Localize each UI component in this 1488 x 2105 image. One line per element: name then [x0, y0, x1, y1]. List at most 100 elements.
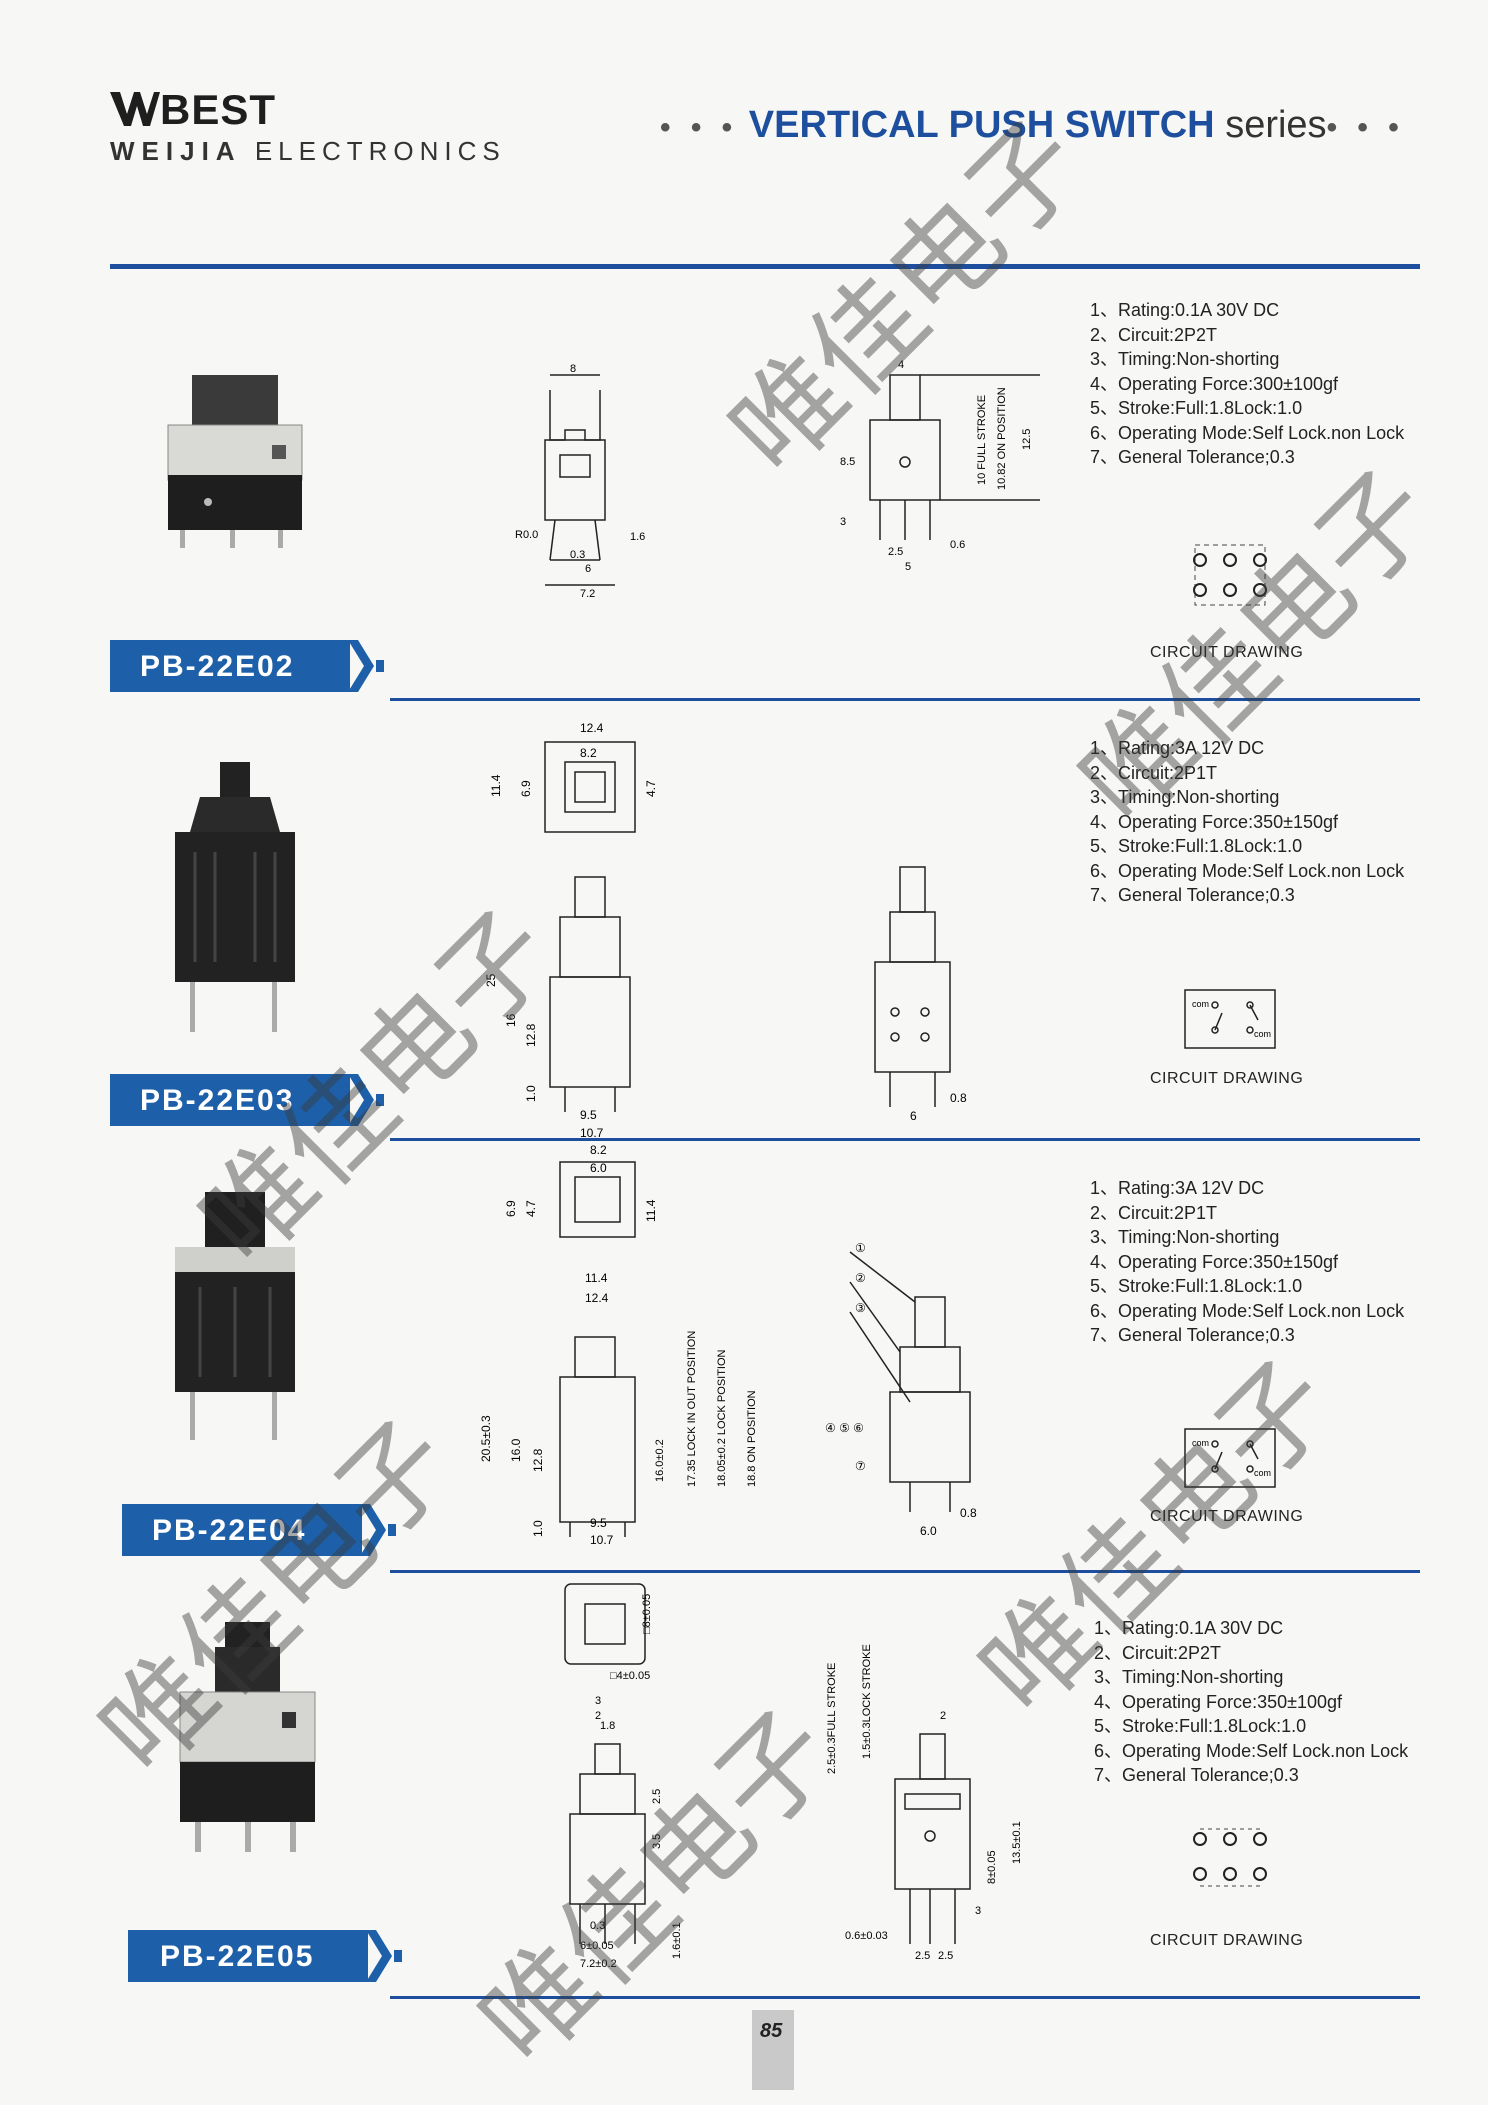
svg-text:10 FULL STROKE: 10 FULL STROKE: [976, 395, 988, 485]
circuit-drawing-label: CIRCUIT DRAWING: [1150, 1932, 1304, 1949]
product-photo: [179, 1622, 316, 1852]
svg-text:9.5: 9.5: [580, 1108, 597, 1122]
badge-arrow-icon: [360, 1504, 396, 1556]
model-badge: PB-22E02: [110, 640, 384, 692]
circuit-drawing-icon: com com: [1184, 1428, 1276, 1488]
spec-tolerance: 7、General Tolerance;0.3: [1090, 1325, 1295, 1345]
product-section-pb-22e05: □8±0.05 □4±0.05 3 1.8 2 3.5 2.5 1.6±0.1 …: [0, 1574, 1488, 2004]
svg-text:12.5: 12.5: [1021, 429, 1033, 450]
spec-operating-mode: 6、Operating Mode:Self Lock.non Lock: [1094, 1740, 1409, 1761]
model-name: PB-22E05: [160, 1940, 315, 1973]
svg-text:1.0: 1.0: [531, 1520, 545, 1537]
svg-text:①: ①: [855, 1242, 866, 1255]
svg-text:1.5±0.3LOCK STROKE: 1.5±0.3LOCK STROKE: [861, 1644, 873, 1759]
svg-text:16.0: 16.0: [509, 1438, 523, 1462]
svg-text:12.4: 12.4: [585, 1291, 609, 1305]
svg-text:com: com: [1254, 1468, 1271, 1478]
spec-rating: 1、Rating:0.1A 30V DC: [1090, 300, 1280, 320]
svg-text:8.5: 8.5: [840, 456, 855, 468]
svg-text:6±0.05: 6±0.05: [580, 1940, 614, 1952]
badge-arrow-icon: [348, 1074, 384, 1126]
svg-text:6: 6: [585, 563, 591, 575]
model-name: PB-22E04: [152, 1514, 307, 1547]
svg-text:12.8: 12.8: [531, 1448, 545, 1472]
svg-text:2: 2: [940, 1710, 946, 1722]
svg-text:11.4: 11.4: [644, 1199, 658, 1222]
circuit-drawing-icon: [1193, 544, 1267, 606]
weijia-logo-icon: [110, 92, 160, 126]
spec-stroke: 5、Stroke:Full:1.8Lock:1.0: [1090, 1276, 1303, 1296]
spec-circuit: 2、Circuit:2P1T: [1090, 762, 1218, 783]
svg-text:2.5: 2.5: [938, 1950, 953, 1962]
svg-text:25: 25: [484, 973, 498, 987]
side-view-drawing: 4 8.5 10 FULL STROKE 10.82 ON POSITION 1…: [840, 359, 1040, 573]
model-badge: PB-22E04: [110, 1504, 396, 1556]
svg-text:0.6: 0.6: [950, 539, 965, 551]
spec-tolerance: 7、General Tolerance;0.3: [1094, 1765, 1299, 1785]
spec-list: 1、Rating:0.1A 30V DC 2、Circuit:2P2T 3、Ti…: [1094, 1616, 1408, 1788]
svg-text:2.5: 2.5: [651, 1789, 663, 1804]
svg-text:com: com: [1192, 1438, 1209, 1448]
svg-text:com: com: [1254, 1029, 1271, 1039]
svg-text:10.7: 10.7: [590, 1533, 614, 1547]
circuit-drawing-label: CIRCUIT DRAWING: [1150, 644, 1304, 661]
svg-text:8.2: 8.2: [590, 1143, 607, 1157]
svg-text:0.6±0.03: 0.6±0.03: [845, 1930, 888, 1942]
svg-text:6.0: 6.0: [920, 1524, 937, 1538]
svg-text:10.82 ON POSITION: 10.82 ON POSITION: [996, 387, 1008, 490]
svg-text:3: 3: [840, 516, 846, 528]
svg-text:6.9: 6.9: [519, 780, 533, 797]
svg-text:2.5: 2.5: [888, 546, 903, 558]
circuit-drawing-icon: com com: [1184, 989, 1276, 1049]
svg-text:4: 4: [898, 359, 904, 371]
badge-arrow-icon: [348, 640, 384, 692]
section-divider: [390, 1996, 1420, 1999]
svg-text:2.5±0.3FULL STROKE: 2.5±0.3FULL STROKE: [826, 1663, 838, 1774]
svg-text:1.8: 1.8: [600, 1720, 615, 1732]
svg-text:18.8 ON POSITION: 18.8 ON POSITION: [746, 1390, 758, 1487]
svg-text:7.2: 7.2: [580, 588, 595, 600]
svg-text:11.4: 11.4: [489, 774, 503, 797]
svg-text:12.8: 12.8: [524, 1023, 538, 1047]
spec-rating: 1、Rating:3A 12V DC: [1090, 1178, 1265, 1198]
page-number: 85: [760, 2020, 783, 2042]
spec-operating-force: 4、Operating Force:350±100gf: [1094, 1691, 1343, 1712]
spec-operating-force: 4、Operating Force:350±150gf: [1090, 1251, 1339, 1272]
spec-operating-force: 4、Operating Force:350±150gf: [1090, 811, 1339, 832]
svg-text:17.35 LOCK IN OUT POSITION: 17.35 LOCK IN OUT POSITION: [686, 1331, 698, 1487]
spec-rating: 1、Rating:0.1A 30V DC: [1094, 1618, 1284, 1638]
svg-text:0.8: 0.8: [950, 1091, 967, 1105]
spec-stroke: 5、Stroke:Full:1.8Lock:1.0: [1094, 1716, 1307, 1736]
svg-text:8.2: 8.2: [580, 746, 597, 760]
series-title: • • • VERTICAL PUSH SWITCH series• • •: [660, 104, 1405, 146]
svg-text:com: com: [1192, 999, 1209, 1009]
spec-operating-mode: 6、Operating Mode:Self Lock.non Lock: [1090, 1300, 1405, 1321]
spec-operating-mode: 6、Operating Mode:Self Lock.non Lock: [1090, 860, 1405, 881]
spec-timing: 3、Timing:Non-shorting: [1090, 787, 1280, 807]
svg-text:10.7: 10.7: [580, 1126, 604, 1140]
section-divider: [390, 698, 1420, 701]
product-section-pb-22e03: 12.4 8.2 11.4 6.9 4.7 25 16 12.8 1.0 9.5…: [0, 702, 1488, 1140]
header-divider: [110, 264, 1420, 269]
brand-name: BEST: [160, 86, 277, 133]
svg-text:1.6±0.1: 1.6±0.1: [671, 1922, 683, 1959]
svg-text:9.5: 9.5: [590, 1516, 607, 1530]
model-name: PB-22E02: [140, 650, 295, 683]
svg-text:8±0.05: 8±0.05: [986, 1850, 998, 1884]
svg-text:0.8: 0.8: [960, 1506, 977, 1520]
svg-text:6: 6: [910, 1109, 917, 1122]
spec-circuit: 2、Circuit:2P1T: [1090, 1202, 1218, 1223]
circuit-drawing-label: CIRCUIT DRAWING: [1150, 1508, 1304, 1525]
svg-text:13.5±0.1: 13.5±0.1: [1011, 1821, 1023, 1864]
svg-text:3: 3: [595, 1695, 601, 1707]
page-number-tab: [752, 2010, 794, 2090]
product-photo: [175, 762, 295, 1032]
spec-timing: 3、Timing:Non-shorting: [1094, 1667, 1284, 1687]
spec-stroke: 5、Stroke:Full:1.8Lock:1.0: [1090, 836, 1303, 856]
badge-arrow-icon: [366, 1930, 402, 1982]
svg-text:3.5: 3.5: [651, 1834, 663, 1849]
svg-text:1.0: 1.0: [524, 1085, 538, 1102]
spec-list: 1、Rating:3A 12V DC 2、Circuit:2P1T 3、Timi…: [1090, 1176, 1404, 1348]
svg-text:④ ⑤ ⑥: ④ ⑤ ⑥: [825, 1421, 864, 1435]
model-badge: PB-22E05: [110, 1930, 402, 1982]
